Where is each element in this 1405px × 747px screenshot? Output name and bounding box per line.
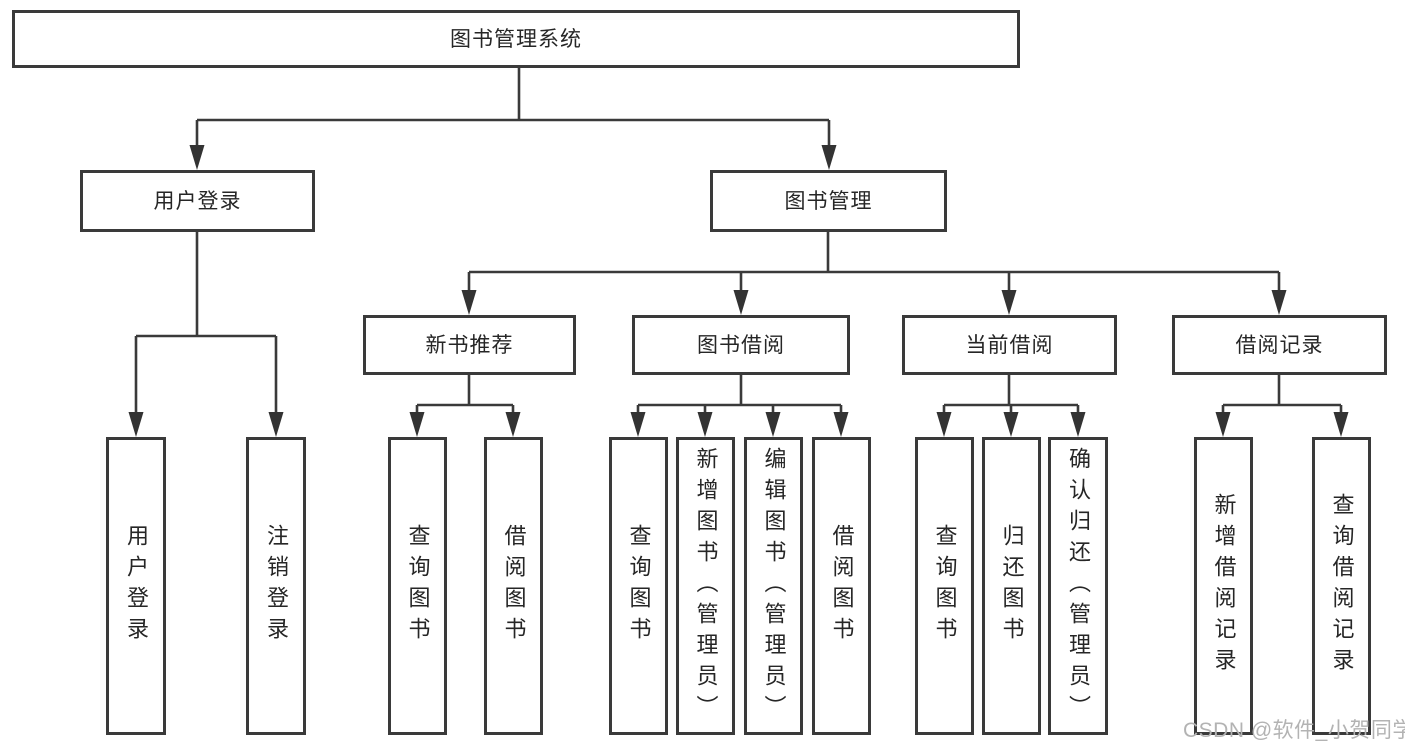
arrow-down-icon — [1333, 412, 1349, 437]
leaf-label: 确认归还（管理员） — [1066, 446, 1091, 726]
leaf-query-books-recommend: 查询图书 — [388, 437, 447, 735]
arrowheads — [128, 145, 1349, 437]
arrow-down-icon — [821, 145, 837, 170]
node-new-book-recommend: 新书推荐 — [363, 315, 576, 375]
arrow-down-icon — [1215, 412, 1231, 437]
leaf-return-book: 归还图书 — [982, 437, 1041, 735]
leaf-label: 借阅图书 — [501, 524, 527, 648]
leaf-label: 查询图书 — [932, 524, 958, 648]
node-book-borrow-label: 图书借阅 — [697, 333, 785, 357]
arrow-down-icon — [630, 412, 646, 437]
leaf-label: 编辑图书（管理员） — [761, 446, 787, 726]
node-new-book-recommend-label: 新书推荐 — [425, 333, 514, 357]
arrow-down-icon — [505, 412, 521, 437]
node-user-login-label: 用户登录 — [153, 189, 242, 213]
arrow-down-icon — [128, 412, 144, 437]
node-current-borrow-label: 当前借阅 — [965, 333, 1054, 357]
leaf-logout: 注销登录 — [246, 437, 306, 735]
leaf-label: 查询借阅记录 — [1329, 493, 1355, 679]
arrow-down-icon — [833, 412, 849, 437]
leaf-borrow-books: 借阅图书 — [812, 437, 871, 735]
leaf-borrow-books-recommend: 借阅图书 — [484, 437, 543, 735]
leaf-add-book-admin: 新增图书（管理员） — [676, 437, 735, 735]
leaf-edit-book-admin: 编辑图书（管理员） — [744, 437, 803, 735]
arrow-down-icon — [936, 412, 952, 437]
arrow-down-icon — [1001, 290, 1017, 315]
node-current-borrow: 当前借阅 — [902, 315, 1117, 375]
node-user-login: 用户登录 — [80, 170, 315, 232]
leaf-query-books-current: 查询图书 — [915, 437, 974, 735]
leaf-label: 归还图书 — [999, 524, 1025, 648]
leaf-confirm-return-admin: 确认归还（管理员） — [1048, 437, 1108, 735]
leaf-label: 查询图书 — [626, 524, 652, 648]
arrow-down-icon — [189, 145, 205, 170]
node-root: 图书管理系统 — [12, 10, 1020, 68]
leaf-label: 借阅图书 — [829, 524, 855, 648]
node-borrow-records: 借阅记录 — [1172, 315, 1387, 375]
leaf-query-books-borrow: 查询图书 — [609, 437, 668, 735]
arrow-down-icon — [461, 290, 477, 315]
watermark: CSDN @软件_小贺同学 — [1183, 719, 1405, 742]
arrow-down-icon — [765, 412, 781, 437]
arrow-down-icon — [1003, 412, 1019, 437]
leaf-label: 新增图书（管理员） — [693, 446, 719, 726]
arrow-down-icon — [1070, 412, 1086, 437]
leaf-label: 新增借阅记录 — [1211, 493, 1237, 679]
connector-path — [134, 68, 1343, 414]
leaf-add-borrow-record: 新增借阅记录 — [1194, 437, 1253, 735]
arrow-down-icon — [1271, 290, 1287, 315]
node-root-label: 图书管理系统 — [450, 27, 582, 51]
leaf-label: 注销登录 — [264, 524, 289, 648]
leaf-label: 用户登录 — [124, 524, 149, 648]
node-book-borrow: 图书借阅 — [632, 315, 850, 375]
leaf-user-login: 用户登录 — [106, 437, 166, 735]
leaf-query-borrow-record: 查询借阅记录 — [1312, 437, 1371, 735]
node-book-management-label: 图书管理 — [784, 189, 873, 213]
arrow-down-icon — [733, 290, 749, 315]
arrow-down-icon — [409, 412, 425, 437]
arrow-down-icon — [268, 412, 284, 437]
node-book-management: 图书管理 — [710, 170, 947, 232]
arrow-down-icon — [697, 412, 713, 437]
leaf-label: 查询图书 — [405, 524, 431, 648]
node-borrow-records-label: 借阅记录 — [1235, 333, 1324, 357]
